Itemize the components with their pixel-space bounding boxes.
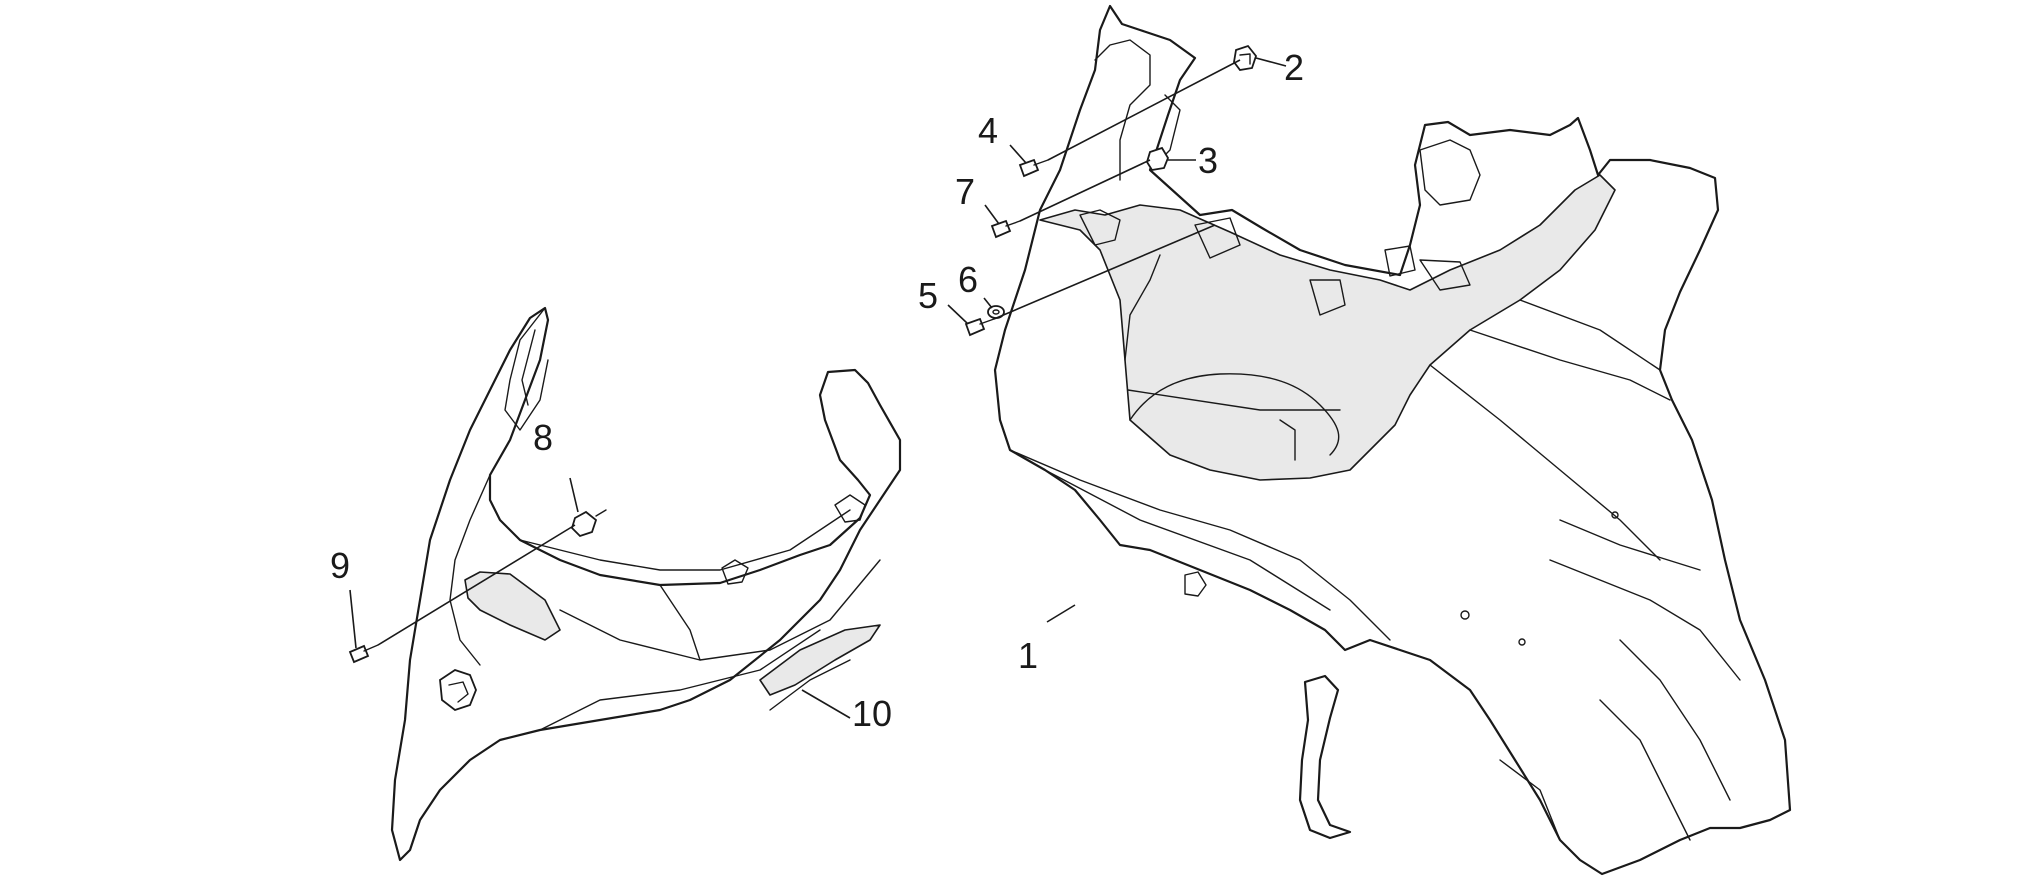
clip-nut-2 xyxy=(1233,44,1258,71)
clip-nut-3 xyxy=(1146,146,1170,171)
callout-label-10: 10 xyxy=(852,693,892,734)
callout-label-2: 2 xyxy=(1284,47,1304,88)
callout-label-1: 1 xyxy=(1018,635,1038,676)
callout-label-9: 9 xyxy=(330,545,350,586)
callout-leaders xyxy=(349,57,1287,719)
clip-nut-8 xyxy=(570,509,607,538)
callout-label-4: 4 xyxy=(978,110,998,151)
screw-5 xyxy=(964,317,995,337)
screw-9 xyxy=(348,644,379,664)
callout-label-3: 3 xyxy=(1198,140,1218,181)
callout-label-5: 5 xyxy=(918,275,938,316)
callout-label-8: 8 xyxy=(533,417,553,458)
leg-shield-part xyxy=(993,4,1792,876)
callout-label-6: 6 xyxy=(958,259,978,300)
screw-4 xyxy=(1018,158,1049,178)
callout-label-7: 7 xyxy=(955,171,975,212)
screw-7 xyxy=(990,219,1021,239)
front-shield-part xyxy=(390,306,902,862)
assembly-axis-lines xyxy=(377,59,1241,646)
